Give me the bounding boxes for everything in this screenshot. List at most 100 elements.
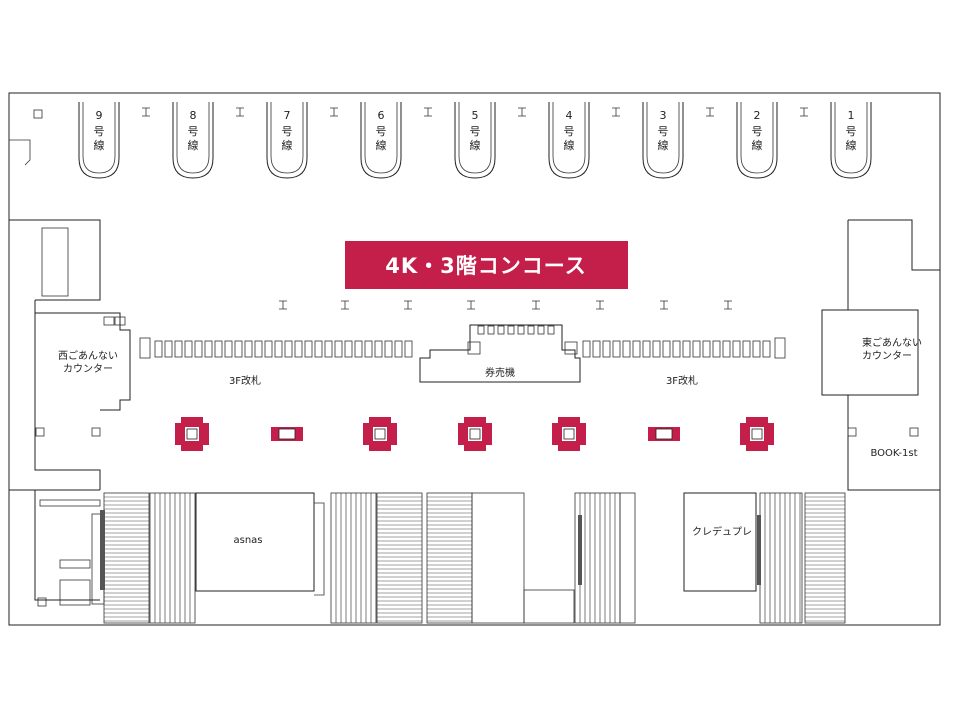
ticket-gate [214, 340, 223, 358]
gate-marker [404, 300, 412, 310]
ticket-gate [304, 340, 313, 358]
escalator-handrail [757, 515, 761, 585]
track-9: 9号線 [78, 102, 120, 179]
ticket-machine [507, 325, 515, 335]
ticket-machine [517, 325, 525, 335]
track-number: 3 [660, 109, 667, 122]
gate-marker [724, 300, 732, 310]
track-number: 6 [378, 109, 385, 122]
ticket-gate [194, 340, 203, 358]
track-line-char: 線 [470, 138, 481, 152]
escalator [759, 492, 803, 624]
page-title: 4K・3階コンコース [385, 254, 586, 278]
ticket-gate [752, 340, 761, 358]
ticket-machine [527, 325, 535, 335]
ticket-gate [702, 340, 711, 358]
west-counter-label-2: カウンター [63, 363, 113, 375]
credepre-label: クレデュプレ [692, 525, 752, 538]
track-line-char: 線 [846, 138, 857, 152]
pillar [458, 417, 492, 451]
east-counter-label-2: カウンター [862, 350, 912, 362]
ticket-machine [497, 325, 505, 335]
ticket-gate [334, 340, 343, 358]
ticket-machine [537, 325, 545, 335]
gate-marker [341, 300, 349, 310]
ticket-machine-area [419, 324, 581, 383]
map-frame [8, 92, 941, 626]
track-line-char: 号 [376, 125, 387, 138]
gate-west-label: 3F改札 [229, 374, 261, 387]
ticket-gate [314, 340, 323, 358]
track-line-char: 線 [282, 138, 293, 152]
track-line-char: 線 [752, 138, 763, 152]
book-1st-label: BOOK-1st [870, 448, 917, 459]
ticket-gate [722, 340, 731, 358]
track-number: 5 [472, 109, 479, 122]
gate-marker [467, 300, 475, 310]
ticket-machine [547, 325, 555, 335]
ticket-gate [404, 340, 413, 358]
pillars [175, 417, 774, 451]
ticket-gate [622, 340, 631, 358]
ticket-gate [762, 340, 771, 358]
gate-marker [279, 300, 287, 310]
ticket-gate [394, 340, 403, 358]
track-divider-marker [236, 107, 244, 117]
stairs [376, 492, 423, 624]
ticket-gate [732, 340, 741, 358]
track-line-char: 号 [188, 125, 199, 138]
track-divider-marker [142, 107, 150, 117]
escalator [149, 492, 196, 624]
escalator-handrail [100, 510, 105, 590]
ticket-gate [672, 340, 681, 358]
ticket-gate [344, 340, 353, 358]
ticket-gate [602, 340, 611, 358]
ticket-gate [324, 340, 333, 358]
track-5: 5号線 [454, 102, 496, 179]
gate-markers [279, 300, 732, 310]
track-divider-marker [612, 107, 620, 117]
ticket-machine [477, 325, 485, 335]
escalator [330, 492, 377, 624]
pillar [175, 417, 209, 451]
ticket-gate [384, 340, 393, 358]
pillar [648, 427, 680, 441]
track-line-char: 線 [658, 138, 669, 152]
track-line-char: 号 [282, 125, 293, 138]
bottom-structures [39, 492, 846, 624]
ticket-gate [662, 340, 671, 358]
stairs [103, 492, 150, 624]
east-building [821, 219, 940, 491]
pillar [363, 417, 397, 451]
ticket-gate [592, 340, 601, 358]
ticket-gate [712, 340, 721, 358]
track-divider-marker [330, 107, 338, 117]
track-1: 1号線 [830, 102, 872, 179]
ticket-gate [682, 340, 691, 358]
track-divider-marker [706, 107, 714, 117]
ticket-gate [582, 340, 591, 358]
ticket-gate [174, 340, 183, 358]
escalator-handrail [578, 515, 582, 585]
ticket-gate [204, 340, 213, 358]
pillar [740, 417, 774, 451]
ticket-gate [294, 340, 303, 358]
ticket-gates [154, 340, 771, 358]
ticket-gate [254, 340, 263, 358]
gate-marker [532, 300, 540, 310]
asnas-shop [195, 492, 315, 592]
title-banner: 4K・3階コンコース [345, 241, 628, 289]
track-line-char: 線 [376, 138, 387, 152]
ticket-gate [632, 340, 641, 358]
east-counter-label-1: 東ごあんない [862, 336, 922, 349]
ticket-gate [244, 340, 253, 358]
track-number: 7 [284, 109, 291, 122]
west-building [9, 109, 131, 607]
ticket-gate [612, 340, 621, 358]
ticket-gate [274, 340, 283, 358]
ticket-gate [284, 340, 293, 358]
ticket-gate [354, 340, 363, 358]
ticket-gate [364, 340, 373, 358]
